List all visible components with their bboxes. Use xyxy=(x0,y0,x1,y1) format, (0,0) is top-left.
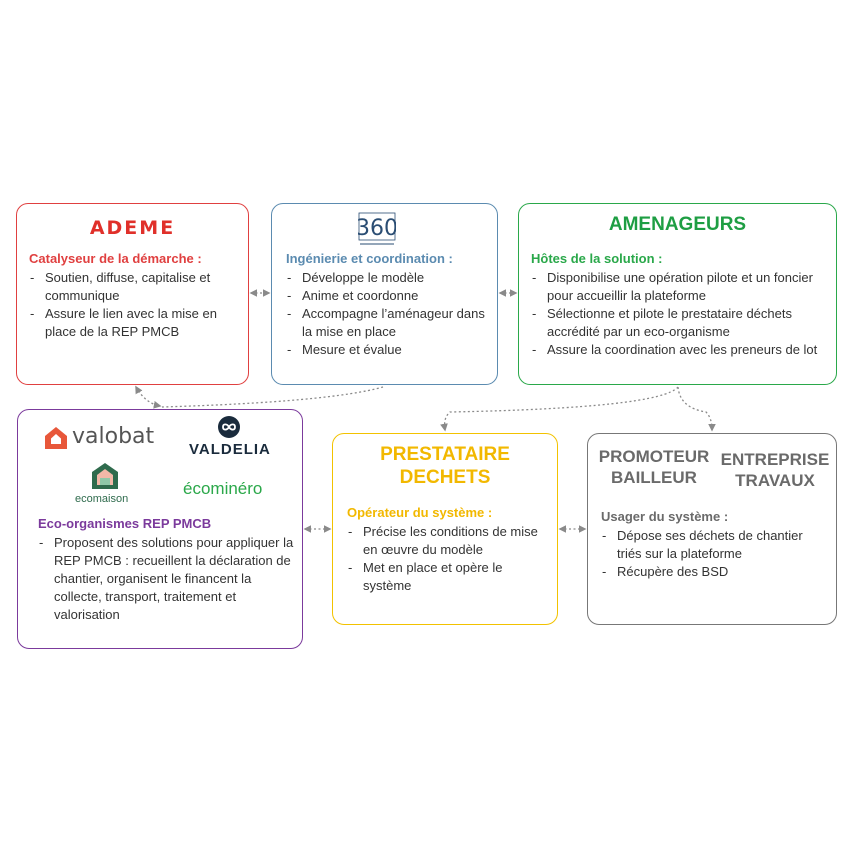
connector-amen-usager xyxy=(677,386,716,432)
usagers-heading: Usager du système : xyxy=(601,509,729,524)
ademe-list: Soutien, diffuse, capitalise et communiq… xyxy=(29,269,241,341)
logo-360: 360 xyxy=(358,212,396,245)
list-item: Récupère des BSD xyxy=(601,563,826,581)
list-item: Assure la coordination avec les preneurs… xyxy=(531,341,831,359)
promoteur-bailleur-title: PROMOTEUR BAILLEUR xyxy=(598,447,710,487)
list-item: Précise les conditions de mise en œuvre … xyxy=(347,523,552,559)
list-item: Mesure et évalue xyxy=(286,341,496,359)
eco-organismes-heading: Eco-organismes REP PMCB xyxy=(38,516,212,531)
amenageurs-heading: Hôtes de la solution : xyxy=(531,251,663,266)
prestataire-card: PRESTATAIRE DECHETS Opérateur du système… xyxy=(332,433,558,625)
amenageurs-card: AMENAGEURS Hôtes de la solution : Dispon… xyxy=(518,203,837,385)
ademe-logo: ADEME xyxy=(89,217,176,239)
prestataire-title-line1: PRESTATAIRE xyxy=(380,444,510,465)
list-item: Dépose ses déchets de chantier triés sur… xyxy=(601,527,826,563)
usagers-card: PROMOTEUR BAILLEUR ENTREPRISE TRAVAUX Us… xyxy=(587,433,837,625)
connector-360-eco xyxy=(161,386,384,408)
list-item: Assure le lien avec la mise en place de … xyxy=(29,305,241,341)
ademe-card: ADEME Catalyseur de la démarche : Soutie… xyxy=(16,203,249,385)
entreprise-travaux-title: ENTREPRISE TRAVAUX xyxy=(720,450,830,490)
ademe-heading: Catalyseur de la démarche : xyxy=(29,251,202,266)
eco-organismes-list: Proposent des solutions pour appliquer l… xyxy=(38,534,296,624)
ingenierie-list: Développe le modèle Anime et coordonne A… xyxy=(286,269,496,359)
list-item: Soutien, diffuse, capitalise et communiq… xyxy=(29,269,241,305)
amenageurs-title: AMENAGEURS xyxy=(608,214,747,235)
list-item: Disponibilise une opération pilote et un… xyxy=(531,269,831,305)
list-item: Proposent des solutions pour appliquer l… xyxy=(38,534,296,624)
ecominero-logo: écominéro xyxy=(183,479,263,498)
connector-amen-prest xyxy=(440,386,679,432)
ingenierie-card: 360 Ingénierie et coordination : Dévelop… xyxy=(271,203,498,385)
prestataire-title-line2: DECHETS xyxy=(399,467,491,488)
eco-organismes-card: valobat VALDELIA ecomaison écominéro Eco… xyxy=(17,409,303,649)
valobat-logo: valobat xyxy=(72,424,155,449)
svg-text:360: 360 xyxy=(358,216,396,241)
ecomaison-logo: ecomaison xyxy=(75,493,129,505)
amenageurs-list: Disponibilise une opération pilote et un… xyxy=(531,269,831,359)
valdelia-logo: VALDELIA xyxy=(189,441,271,458)
valobat-house-icon xyxy=(45,427,67,449)
usagers-list: Dépose ses déchets de chantier triés sur… xyxy=(601,527,826,581)
ecomaison-house-icon xyxy=(92,463,118,489)
prestataire-title: PRESTATAIRE DECHETS xyxy=(333,443,557,489)
prestataire-list: Précise les conditions de mise en œuvre … xyxy=(347,523,552,595)
connector-ademe-eco xyxy=(135,385,162,409)
prestataire-heading: Opérateur du système : xyxy=(347,505,493,520)
list-item: Anime et coordonne xyxy=(286,287,496,305)
ingenierie-heading: Ingénierie et coordination : xyxy=(286,251,453,266)
list-item: Accompagne l’aménageur dans la mise en p… xyxy=(286,305,496,341)
valdelia-icon xyxy=(218,416,240,438)
list-item: Développe le modèle xyxy=(286,269,496,287)
list-item: Sélectionne et pilote le prestataire déc… xyxy=(531,305,831,341)
list-item: Met en place et opère le système xyxy=(347,559,552,595)
